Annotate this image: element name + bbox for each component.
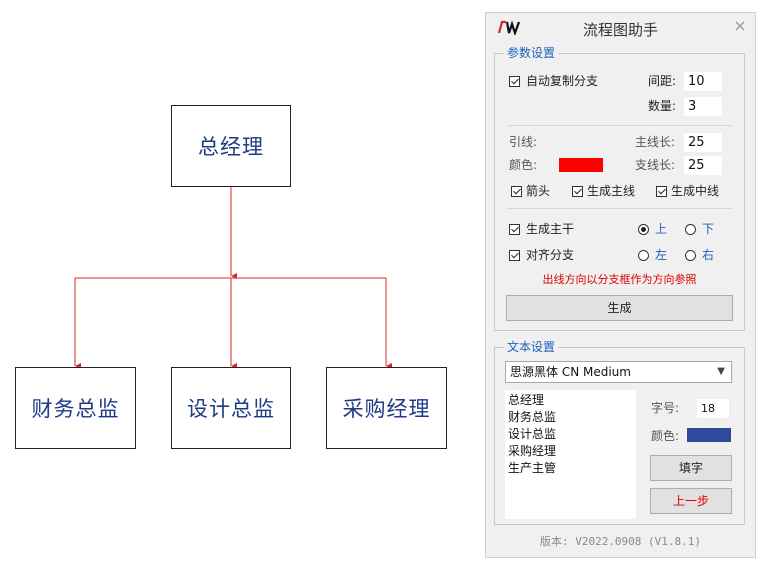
text-group: 文本设置 思源黑体 CN Medium ▼ 总经理 财务总监 设计总监 采购经理…	[494, 339, 745, 525]
flowchart-assistant-panel: 流程图助手 × 参数设置 自动复制分支 间距: 10 数量: 3 引线: 主线长…	[485, 12, 756, 558]
params-group-legend: 参数设置	[504, 45, 559, 61]
undo-button[interactable]: 上一步	[650, 488, 732, 514]
direction-up-radio[interactable]	[638, 224, 649, 235]
count-input[interactable]: 3	[684, 97, 722, 116]
spacing-label: 间距:	[648, 74, 677, 88]
text-line: 生产主管	[508, 461, 557, 475]
org-connectors	[74, 187, 480, 580]
auto-copy-branch-checkbox[interactable]	[509, 76, 520, 87]
org-node-root[interactable]: 总经理	[171, 105, 291, 187]
text-color-swatch[interactable]	[687, 428, 731, 442]
align-branch-label: 对齐分支	[526, 248, 575, 262]
text-group-legend: 文本设置	[504, 339, 559, 355]
text-color-label: 颜色:	[651, 429, 680, 443]
params-separator-1	[507, 125, 732, 126]
arrow-checkbox[interactable]	[511, 186, 522, 197]
gen-main-line-checkbox[interactable]	[572, 186, 583, 197]
spacing-input[interactable]: 10	[684, 72, 722, 91]
org-chart-canvas: 总经理 财务总监 设计总监 采购经理	[15, 105, 480, 580]
close-icon[interactable]: ×	[733, 16, 747, 35]
text-line: 设计总监	[508, 427, 557, 441]
font-size-input[interactable]: 18	[697, 399, 729, 418]
generate-button[interactable]: 生成	[506, 295, 733, 321]
params-group: 参数设置 自动复制分支 间距: 10 数量: 3 引线: 主线长: 25 颜色:…	[494, 45, 745, 331]
params-separator-2	[507, 208, 732, 209]
gen-mid-line-label: 生成中线	[671, 184, 720, 198]
font-select-value: 思源黑体 CN Medium	[510, 365, 631, 379]
direction-right-radio[interactable]	[685, 250, 696, 261]
main-line-length-input[interactable]: 25	[684, 133, 722, 152]
direction-up-label: 上	[655, 222, 668, 236]
gen-main-line-label: 生成主线	[587, 184, 636, 198]
branch-line-length-label: 支线长:	[635, 158, 676, 172]
gen-trunk-checkbox[interactable]	[509, 224, 520, 235]
text-lines-area[interactable]: 总经理 财务总监 设计总监 采购经理 生产主管	[505, 390, 636, 519]
panel-title: 流程图助手	[582, 21, 658, 39]
app-logo-icon	[497, 20, 521, 35]
direction-left-radio[interactable]	[638, 250, 649, 261]
arrow-label: 箭头	[526, 184, 551, 198]
org-node-child-2[interactable]: 设计总监	[171, 367, 291, 449]
version-text: 版本: V2022.0908 (V1.8.1)	[539, 535, 702, 548]
text-line: 总经理	[508, 393, 545, 407]
main-line-length-label: 主线长:	[635, 135, 676, 149]
font-select[interactable]: 思源黑体 CN Medium ▼	[505, 361, 732, 383]
count-label: 数量:	[648, 99, 677, 113]
gen-mid-line-checkbox[interactable]	[656, 186, 667, 197]
org-node-child-3[interactable]: 采购经理	[326, 367, 447, 449]
align-branch-checkbox[interactable]	[509, 250, 520, 261]
direction-right-label: 右	[702, 248, 715, 262]
branch-line-length-input[interactable]: 25	[684, 156, 722, 175]
text-line: 采购经理	[508, 444, 557, 458]
direction-left-label: 左	[655, 248, 668, 262]
org-node-child-1[interactable]: 财务总监	[15, 367, 136, 449]
gen-trunk-label: 生成主干	[526, 222, 575, 236]
chevron-down-icon: ▼	[717, 366, 725, 377]
direction-down-radio[interactable]	[685, 224, 696, 235]
auto-copy-branch-label: 自动复制分支	[526, 74, 599, 88]
lead-line-label: 引线:	[509, 135, 538, 149]
font-size-label: 字号:	[651, 401, 680, 415]
direction-hint-text: 出线方向以分支框作为方向参照	[542, 273, 697, 286]
text-line: 财务总监	[508, 410, 557, 424]
line-color-label: 颜色:	[509, 158, 538, 172]
fill-text-button[interactable]: 填字	[650, 455, 732, 481]
line-color-swatch[interactable]	[559, 158, 603, 172]
direction-down-label: 下	[702, 222, 715, 236]
panel-titlebar: 流程图助手 ×	[486, 13, 755, 45]
